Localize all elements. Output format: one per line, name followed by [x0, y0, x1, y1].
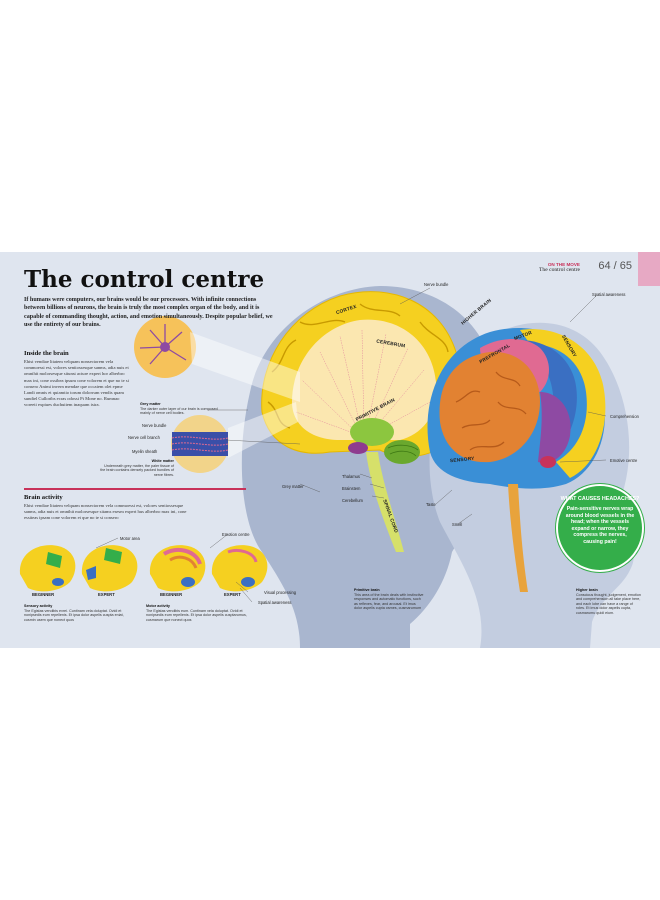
torso-icon [638, 252, 660, 286]
neuron-shape [139, 324, 187, 365]
motor-activity-caption: Motor activity The Egistas vendibis eum.… [146, 604, 247, 622]
thumb-1 [19, 545, 76, 592]
sensory-activity-caption: Sensory activity The Egistas vendibis ev… [24, 604, 124, 622]
spinal-cord [366, 452, 404, 552]
thalamus [348, 442, 368, 454]
left-cortex-folds [267, 303, 451, 429]
visual-processing-label: Visual processing [264, 590, 297, 595]
cerebellum-folds [387, 444, 419, 457]
thumb-label-1: BEGINNER [32, 592, 55, 597]
brain-activity-heading: Brain activity [24, 494, 63, 501]
nerve-fibres [295, 329, 431, 435]
myelin-sheath-label: Myelin sheath [132, 449, 158, 454]
headaches-body: Pain-sensitive nerves wrap around blood … [565, 506, 635, 545]
right-folds [455, 371, 527, 451]
brain-activity-body: Ehist vendiae litatem velquam nonsectore… [24, 503, 187, 521]
spatial-awareness-label: Spatial awareness [592, 292, 626, 297]
inside-brain-heading: Inside the brain [24, 350, 69, 357]
chapter-label: The control centre [539, 267, 580, 273]
page-numbers: 64 / 65 [598, 260, 632, 272]
headaches-title: WHAT CAUSES HEADACHES? [560, 496, 640, 502]
inset-beam-2 [228, 402, 298, 458]
leader-lines [95, 287, 607, 603]
neuron-body [160, 342, 170, 352]
emotive-centre-label: Emotive centre [610, 458, 638, 463]
page-title: The control centre [24, 266, 265, 293]
inset-beam-1 [190, 332, 300, 402]
thumb-2 [81, 545, 138, 592]
spatial-awareness-activity-label: Spatial awareness [258, 600, 292, 605]
brainstem-label: Brainstem [342, 486, 361, 491]
right-brainstem [508, 484, 528, 592]
emotive-centre [540, 456, 556, 468]
thumb-3 [149, 545, 206, 592]
taste-label: Taste [426, 502, 436, 507]
white-matter-caption: White matter Underneath grey matter, the… [100, 459, 174, 477]
left-white-matter [292, 319, 437, 440]
grey-matter-label-2: Grey matter [282, 484, 304, 489]
intro-text: If humans were computers, our brains wou… [24, 297, 273, 329]
right-prefrontal-orange [439, 351, 540, 463]
cerebellum [384, 440, 420, 464]
right-parietal-purple [538, 392, 571, 463]
inside-brain-body: Ehist vendiae litatem velquam nonsectore… [24, 359, 129, 408]
thumb-label-2: EXPERT [98, 592, 115, 597]
bundle-lines [171, 436, 229, 452]
thumb-label-4: EXPERT [224, 592, 241, 597]
thalamus-label: Thalamus [342, 474, 360, 479]
right-cortex-yellow [520, 329, 606, 478]
primitive-brain-caption: Primitive brain This area of the brain d… [354, 588, 424, 611]
book-spread: ON THE MOVE The control centre 64 / 65 T… [0, 252, 660, 648]
comprehension-label: Comprehension [610, 414, 639, 419]
higher-brain-caption: Higher brain Conscious thought, judgemen… [576, 588, 641, 615]
emotion-centre-label: Emotion centre [222, 532, 250, 537]
nerve-bundle-label-2: Nerve bundle [142, 423, 167, 428]
section-divider [24, 488, 246, 490]
primitive-brain [350, 418, 394, 446]
running-head: ON THE MOVE The control centre [539, 262, 580, 273]
thumb-label-3: BEGINNER [160, 592, 183, 597]
headaches-callout: WHAT CAUSES HEADACHES? Pain-sensitive ne… [556, 484, 644, 572]
grey-matter-caption: Grey matter The darker outer layer of ou… [140, 402, 218, 416]
nerve-bundle-label: Nerve bundle [424, 282, 449, 287]
nerve-cell-branch-label: Nerve cell branch [128, 435, 160, 440]
motor-area-label: Motor area [120, 536, 140, 541]
section-label: ON THE MOVE [547, 262, 580, 267]
smell-label: Smell [452, 522, 463, 527]
cerebellum-label: Cerebellum [342, 498, 363, 503]
thumb-4 [211, 545, 268, 592]
